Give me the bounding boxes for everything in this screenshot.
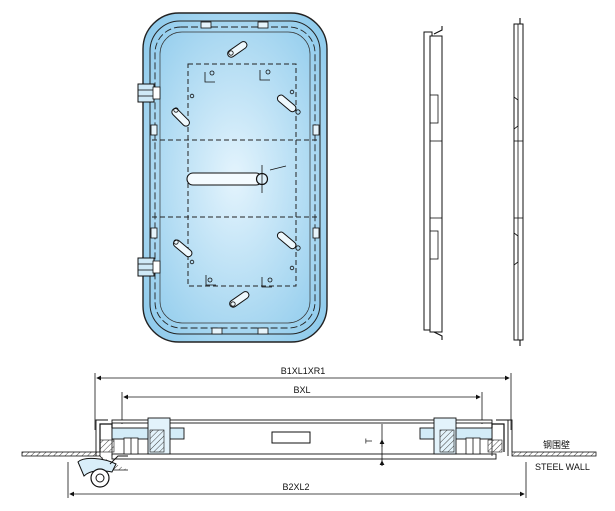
dimension-clear-width: BXL bbox=[123, 385, 481, 400]
door-inner-frame bbox=[149, 20, 321, 335]
stiffener-brackets bbox=[189, 69, 295, 288]
dog-clamp-upper-right bbox=[276, 94, 301, 115]
door-leaf-section bbox=[111, 419, 493, 424]
dog-clamp-bottom bbox=[229, 291, 250, 308]
clear-width-label: BXL bbox=[293, 385, 310, 395]
dog-clamp-lower-left bbox=[172, 239, 193, 258]
handle-section bbox=[271, 431, 311, 444]
door-panel-line bbox=[159, 31, 311, 324]
frame-lugs bbox=[150, 21, 320, 335]
steel-wall-left bbox=[21, 451, 101, 457]
overall-width-label: B1XL1XR1 bbox=[281, 366, 326, 376]
clamp-assembly-left bbox=[111, 417, 185, 455]
thickness-label: T bbox=[364, 438, 374, 444]
side-view-b bbox=[513, 18, 524, 346]
hinge-upper bbox=[137, 83, 161, 103]
side-view-a bbox=[423, 26, 443, 340]
dimension-thickness: T bbox=[364, 424, 385, 466]
coaming-width-label: B2XL2 bbox=[282, 482, 309, 492]
door-gasket-line bbox=[154, 26, 316, 329]
clamp-assembly-right bbox=[419, 417, 493, 455]
coaming-right bbox=[487, 419, 513, 456]
hinge-lower bbox=[137, 257, 161, 277]
dog-clamp-top bbox=[227, 41, 248, 58]
steel-wall-cn-label: 钢围壁 bbox=[543, 439, 570, 451]
section-view: B1XL1XR1 BXL B2XL2 bbox=[21, 366, 597, 498]
dimension-overall-width: B1XL1XR1 bbox=[96, 366, 510, 381]
front-view bbox=[137, 12, 328, 343]
steel-wall-en-label: STEEL WALL bbox=[535, 462, 590, 472]
dimension-coaming-width: B2XL2 bbox=[69, 482, 525, 497]
dog-clamp-lower-right bbox=[276, 231, 301, 251]
dog-clamp-upper-left bbox=[171, 107, 190, 127]
steel-wall-right bbox=[511, 451, 597, 457]
handle-bar bbox=[186, 172, 263, 186]
hinge-arm-section bbox=[77, 455, 128, 488]
